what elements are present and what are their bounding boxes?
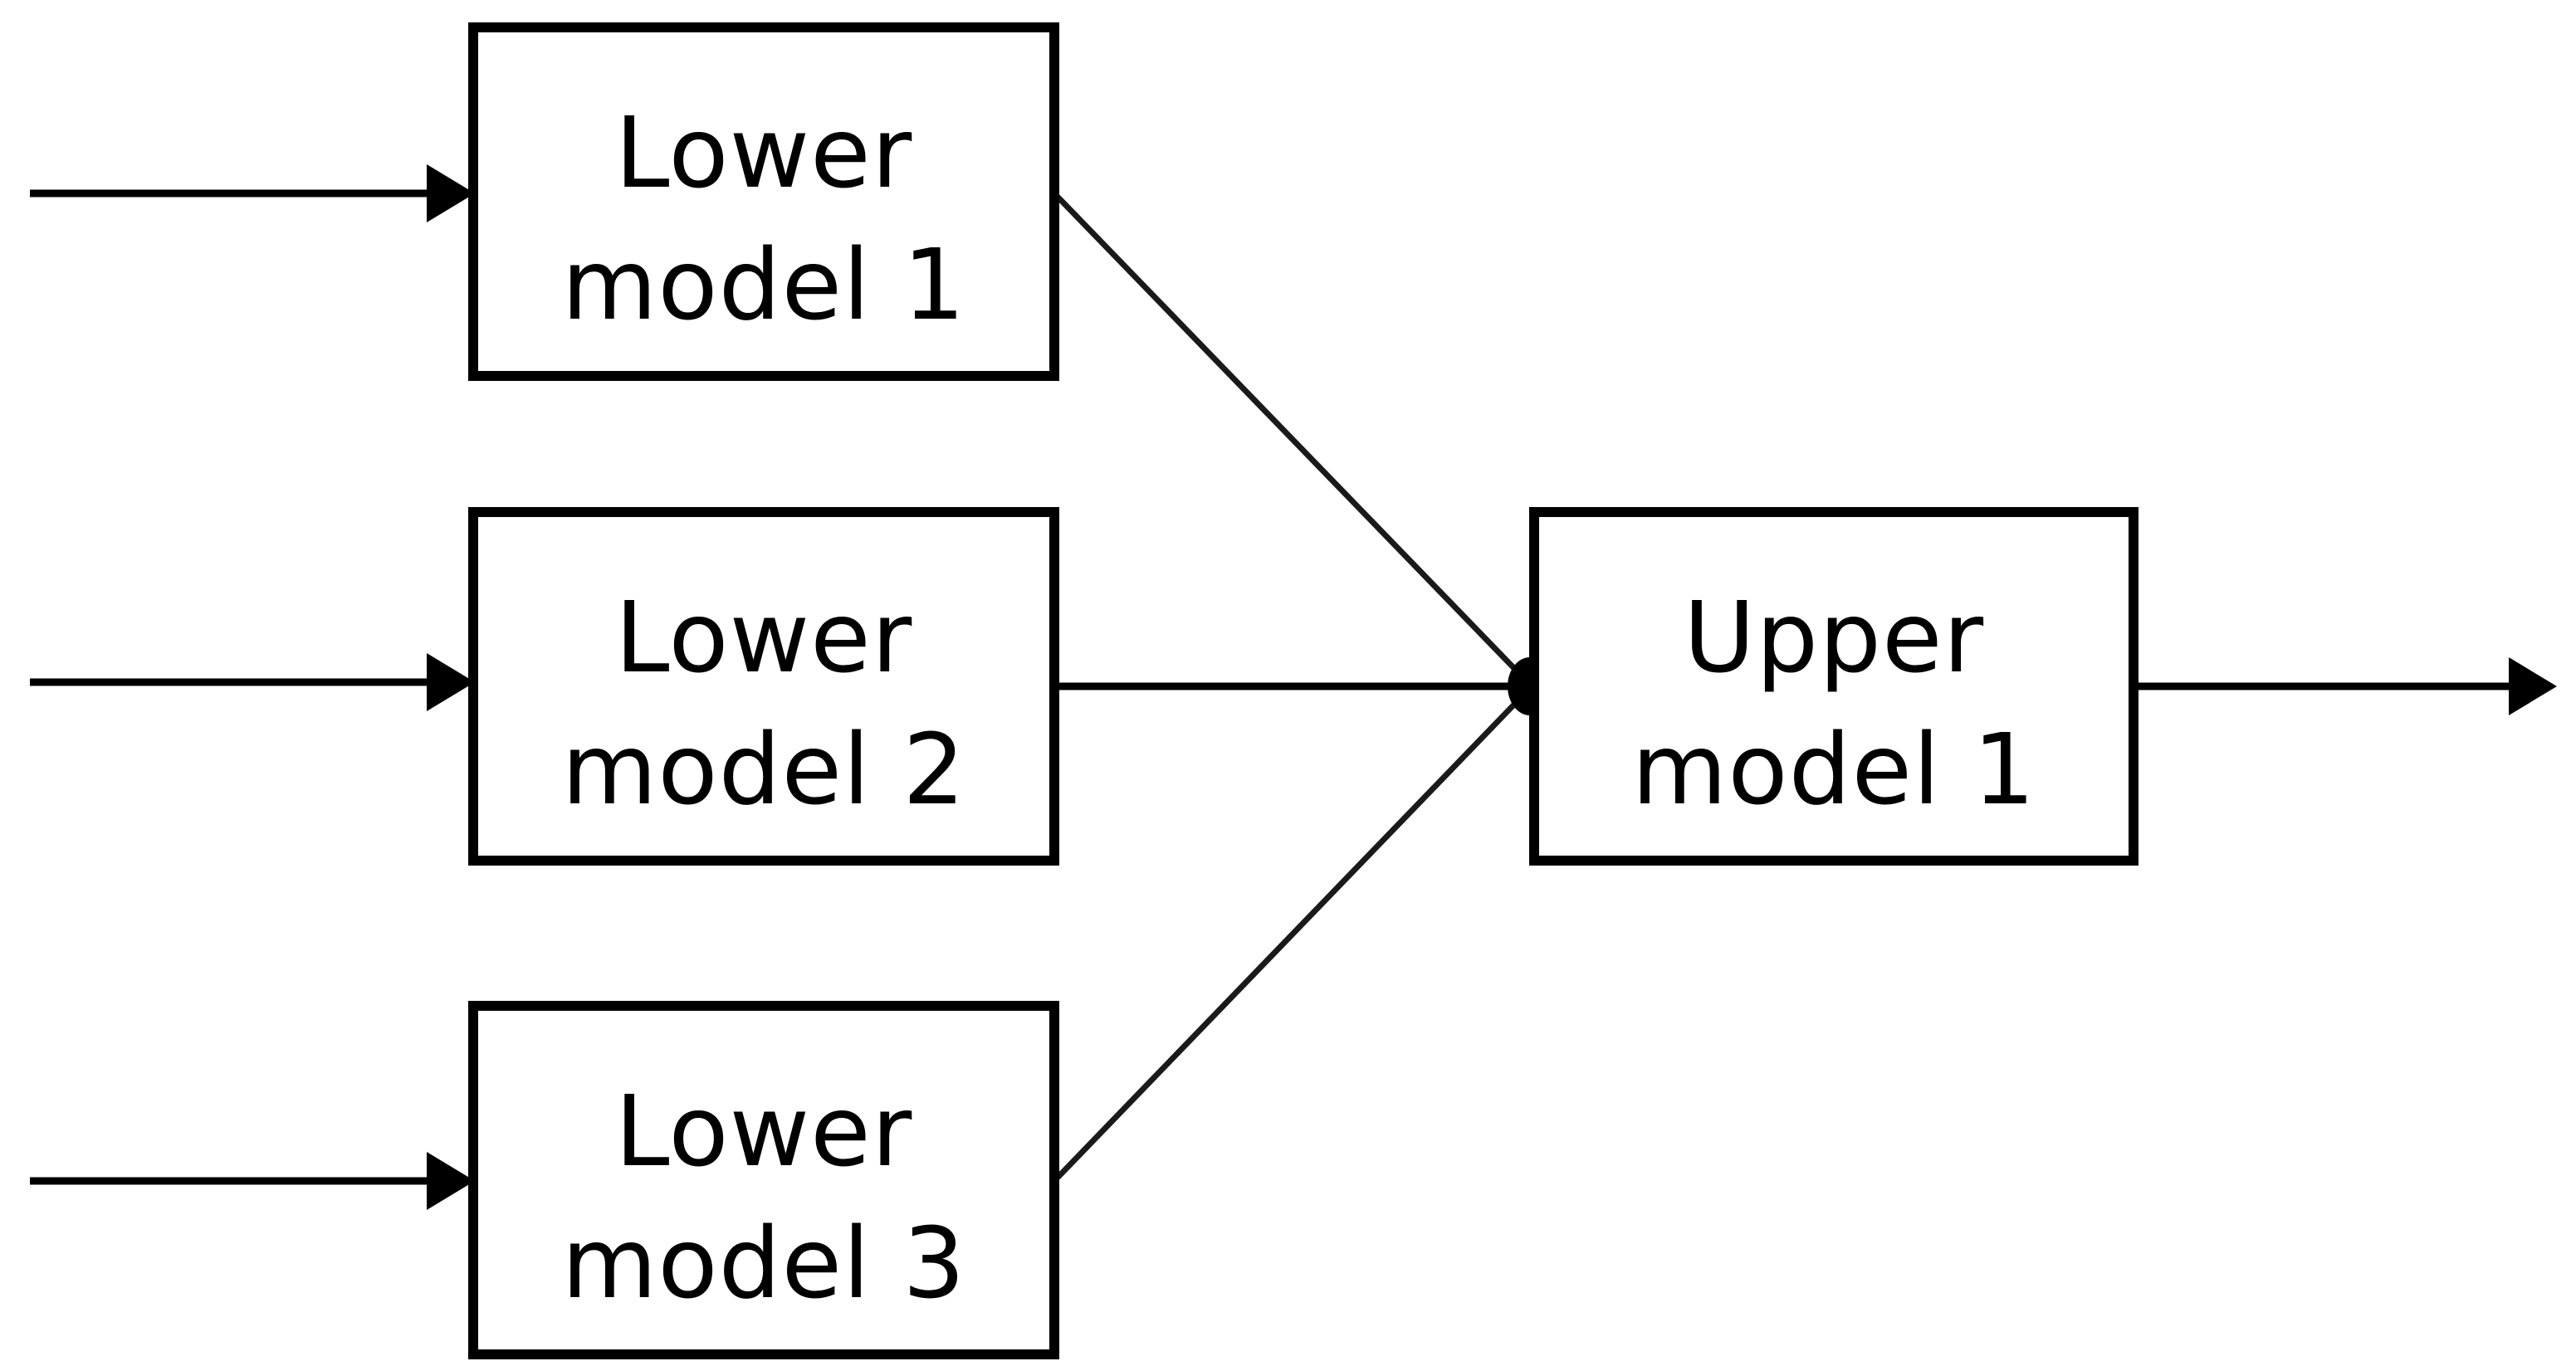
node-label-lower-model-1-line1: Lower: [615, 95, 912, 210]
arrowhead-icon-input-1: [427, 164, 475, 222]
node-label-upper-model-1-line1: Upper: [1684, 580, 1984, 695]
input-arrow-1: [30, 164, 475, 222]
node-label-lower-model-2-line1: Lower: [615, 580, 912, 695]
edge-lower1-to-junction: [1052, 191, 1534, 689]
node-label-lower-model-2-line2: model 2: [561, 712, 965, 827]
node-lower-model-2[interactable]: Lower model 2: [468, 507, 1059, 866]
arrowhead-icon-input-3: [427, 1152, 475, 1210]
node-box-upper-model-1[interactable]: [1529, 507, 2139, 866]
input-arrow-2: [30, 653, 475, 711]
edge-lower3-to-junction: [1052, 684, 1534, 1183]
node-lower-model-1[interactable]: Lower model 1: [468, 22, 1059, 381]
arrowhead-icon-input-2: [427, 653, 475, 711]
node-box-lower-model-3[interactable]: [468, 1001, 1059, 1359]
node-label-upper-model-1-line2: model 1: [1631, 712, 2036, 827]
node-upper-model-1[interactable]: Upper model 1: [1529, 507, 2139, 866]
node-box-lower-model-2[interactable]: [468, 507, 1059, 866]
node-label-lower-model-3-line1: Lower: [615, 1074, 912, 1188]
output-arrow-1: [2134, 657, 2557, 715]
node-box-lower-model-1[interactable]: [468, 22, 1059, 381]
node-lower-model-3[interactable]: Lower model 3: [468, 1001, 1059, 1359]
node-label-lower-model-3-line2: model 3: [561, 1206, 965, 1320]
node-label-lower-model-1-line2: model 1: [561, 227, 965, 342]
arrowhead-icon-output-1: [2509, 657, 2557, 715]
input-arrow-3: [30, 1152, 475, 1210]
